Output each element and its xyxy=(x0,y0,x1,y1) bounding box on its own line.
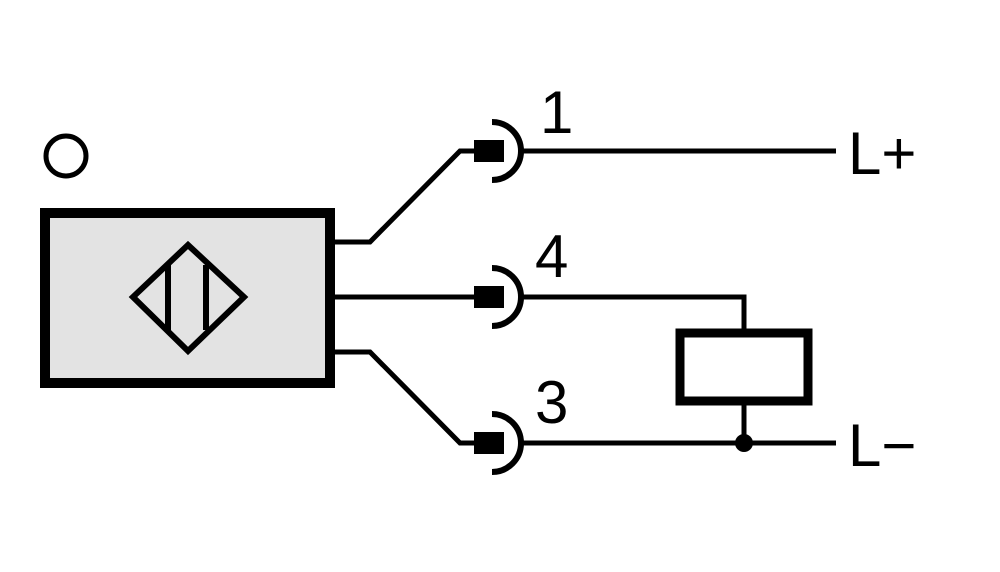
pin-label-4: 4 xyxy=(535,223,568,290)
pin-label-3: 3 xyxy=(535,369,568,436)
junction-dot xyxy=(735,434,753,452)
connector-3-icon xyxy=(474,411,524,475)
terminal-label-l-plus: L+ xyxy=(848,120,916,187)
sensor-body xyxy=(40,208,335,388)
diamond-symbol-icon xyxy=(128,240,249,356)
terminal-label-l-minus: L− xyxy=(848,412,916,479)
pin-label-1: 1 xyxy=(540,79,573,146)
load-icon xyxy=(675,328,813,406)
connector-1-icon xyxy=(474,119,524,183)
circle-marker-icon xyxy=(43,133,89,179)
connector-4-icon xyxy=(474,265,524,329)
wire-pin-1 xyxy=(330,148,480,245)
line-pin-4-load xyxy=(522,294,747,330)
wire-pin-3 xyxy=(330,349,480,446)
